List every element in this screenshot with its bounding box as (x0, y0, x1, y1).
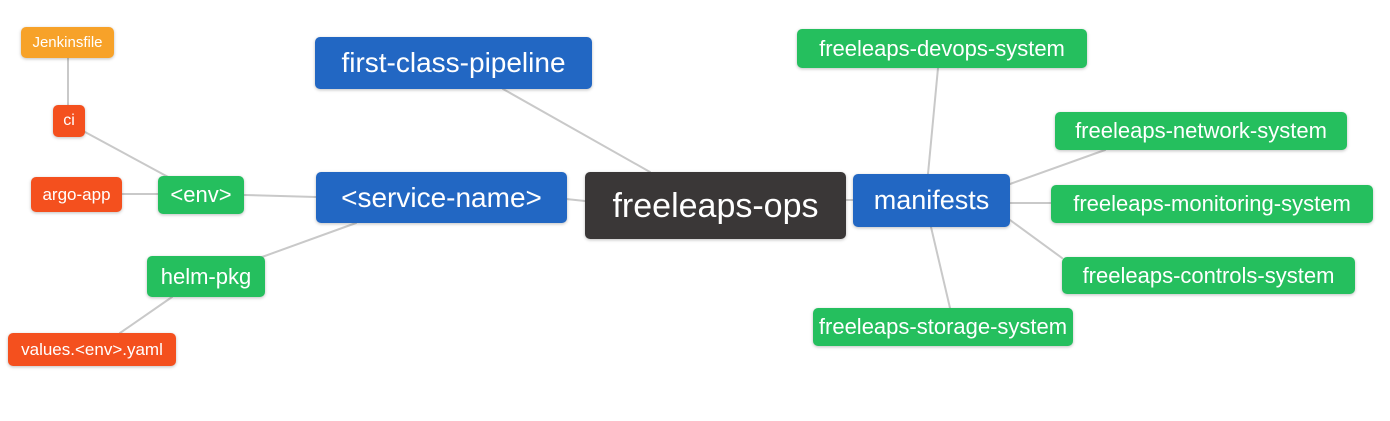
edge-values-env-yaml-to-helm-pkg (119, 296, 173, 334)
edge-first-class-pipeline-to-freeleaps-ops (502, 88, 651, 173)
edge-service-name-to-helm-pkg (261, 222, 357, 258)
node-freeleaps-devops-system[interactable]: freeleaps-devops-system (797, 29, 1087, 68)
node-service-name[interactable]: <service-name> (316, 172, 567, 223)
node-freeleaps-controls-system[interactable]: freeleaps-controls-system (1062, 257, 1355, 294)
edge-env-to-service-name (243, 194, 317, 198)
node-argo-app[interactable]: argo-app (31, 177, 122, 212)
node-helm-pkg[interactable]: helm-pkg (147, 256, 265, 297)
node-values-env-yaml[interactable]: values.<env>.yaml (8, 333, 176, 366)
edge-manifests-to-freeleaps-controls-system (1009, 219, 1063, 259)
edge-manifests-to-freeleaps-devops-system (927, 67, 939, 175)
edge-service-name-to-freeleaps-ops (565, 198, 586, 202)
node-ci[interactable]: ci (53, 105, 85, 137)
node-freeleaps-monitoring-system[interactable]: freeleaps-monitoring-system (1051, 185, 1373, 223)
node-jenkinsfile[interactable]: Jenkinsfile (21, 27, 114, 58)
node-first-class-pipeline[interactable]: first-class-pipeline (315, 37, 592, 89)
edge-ci-to-env (84, 131, 171, 179)
node-env[interactable]: <env> (158, 176, 244, 214)
node-manifests[interactable]: manifests (853, 174, 1010, 227)
edge-manifests-to-freeleaps-storage-system (930, 226, 951, 309)
edge-manifests-to-freeleaps-network-system (1009, 149, 1106, 185)
node-freeleaps-storage-system[interactable]: freeleaps-storage-system (813, 308, 1073, 346)
node-freeleaps-network-system[interactable]: freeleaps-network-system (1055, 112, 1347, 150)
node-freeleaps-ops[interactable]: freeleaps-ops (585, 172, 846, 239)
